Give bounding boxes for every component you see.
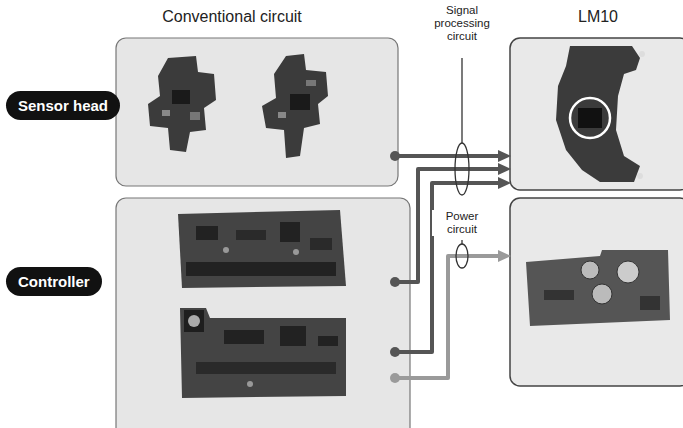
pcb — [526, 250, 670, 326]
column-heading: Conventional circuit — [122, 8, 342, 26]
panel — [116, 198, 410, 428]
arrowhead — [390, 150, 511, 383]
pcb — [556, 46, 645, 182]
pcb — [148, 56, 216, 152]
callout-label: Power circuit — [432, 210, 492, 236]
pill-text: Controller — [18, 273, 90, 290]
callout-label: Signal processing circuit — [425, 4, 499, 44]
pcb — [180, 308, 346, 398]
wire — [395, 156, 500, 378]
pcb — [178, 210, 346, 288]
column-heading: LM10 — [538, 8, 658, 26]
pill-label: Sensor head — [6, 91, 120, 120]
pcb — [262, 54, 328, 158]
panel — [510, 198, 683, 386]
pill-text: Sensor head — [18, 97, 108, 114]
bracket — [455, 58, 469, 268]
panel — [116, 38, 398, 186]
panel — [510, 38, 683, 190]
pill-label: Controller — [6, 267, 102, 296]
